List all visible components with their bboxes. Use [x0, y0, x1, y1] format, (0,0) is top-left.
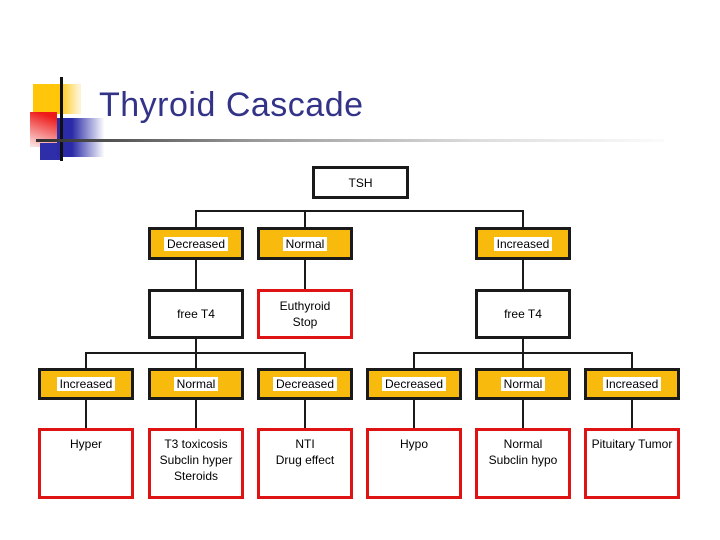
node-label: Normal [282, 236, 328, 251]
node-label: TSH [348, 175, 373, 190]
node-tsh-normal: Normal [257, 227, 353, 260]
node-diagnosis-pituitary-tumor: Pituitary Tumor [584, 428, 680, 499]
node-label: Increased [56, 377, 116, 391]
connector-line [522, 352, 524, 368]
node-diagnosis-normal-subclin-hypo: Normal Subclin hypo [475, 428, 571, 499]
connector-line [304, 260, 306, 289]
node-ft4-increased-left: Increased [38, 368, 134, 400]
node-label: Euthyroid [279, 299, 331, 313]
node-label: Normal [500, 377, 546, 391]
title-underline [36, 139, 664, 142]
node-diagnosis-t3-toxicosis: T3 toxicosis Subclin hyper Steroids [148, 428, 244, 499]
connector-line [413, 400, 415, 428]
connector-line [195, 260, 197, 289]
node-label: Decreased [163, 236, 229, 251]
decoration-navy-square [40, 143, 62, 160]
node-ft4-normal-left: Normal [148, 368, 244, 400]
node-label: Decreased [272, 377, 338, 391]
connector-line [522, 260, 524, 289]
connector-line [522, 339, 524, 353]
node-label: free T4 [177, 307, 215, 321]
node-euthyroid-stop: Euthyroid Stop [257, 289, 353, 339]
connector-line [522, 210, 524, 228]
node-label: Drug effect [275, 453, 335, 467]
node-diagnosis-hyper: Hyper [38, 428, 134, 499]
node-label: Decreased [381, 377, 447, 391]
node-label: Steroids [173, 469, 219, 483]
node-label: Normal [173, 377, 219, 391]
connector-line [304, 400, 306, 428]
node-label: Pituitary Tumor [591, 437, 673, 451]
connector-line [304, 210, 306, 228]
node-free-t4-right: free T4 [475, 289, 571, 339]
node-label: Increased [493, 236, 553, 251]
decoration-blue-square [57, 118, 107, 157]
node-label: Hypo [399, 437, 428, 451]
node-label: T3 toxicosis [164, 437, 228, 451]
node-diagnosis-hypo: Hypo [366, 428, 462, 499]
node-label: Stop [292, 315, 318, 329]
node-ft4-decreased-left: Decreased [257, 368, 353, 400]
node-label: free T4 [504, 307, 542, 321]
node-ft4-normal-right: Normal [475, 368, 571, 400]
connector-line [413, 352, 415, 368]
node-ft4-decreased-right: Decreased [366, 368, 462, 400]
decoration-vertical-line [60, 77, 63, 161]
node-tsh: TSH [312, 166, 409, 199]
node-label: Subclin hypo [488, 453, 558, 467]
connector-line [631, 400, 633, 428]
node-diagnosis-nti: NTI Drug effect [257, 428, 353, 499]
connector-line [85, 352, 87, 368]
connector-line [195, 400, 197, 428]
connector-line [85, 400, 87, 428]
decoration-yellow-square [33, 84, 81, 114]
node-label: Increased [602, 377, 662, 391]
connector-line [304, 352, 306, 368]
node-tsh-decreased: Decreased [148, 227, 244, 260]
connector-line [195, 210, 197, 228]
connector-line [195, 210, 523, 212]
node-ft4-increased-right: Increased [584, 368, 680, 400]
connector-line [522, 400, 524, 428]
node-free-t4-left: free T4 [148, 289, 244, 339]
node-label: Normal [503, 437, 543, 451]
node-label: Subclin hyper [159, 453, 233, 467]
connector-line [631, 352, 633, 368]
node-label: Hyper [69, 437, 102, 451]
slide-title: Thyroid Cascade [99, 86, 364, 124]
node-label: NTI [295, 437, 315, 451]
node-tsh-increased: Increased [475, 227, 571, 260]
connector-line [195, 339, 197, 353]
connector-line [195, 352, 197, 368]
